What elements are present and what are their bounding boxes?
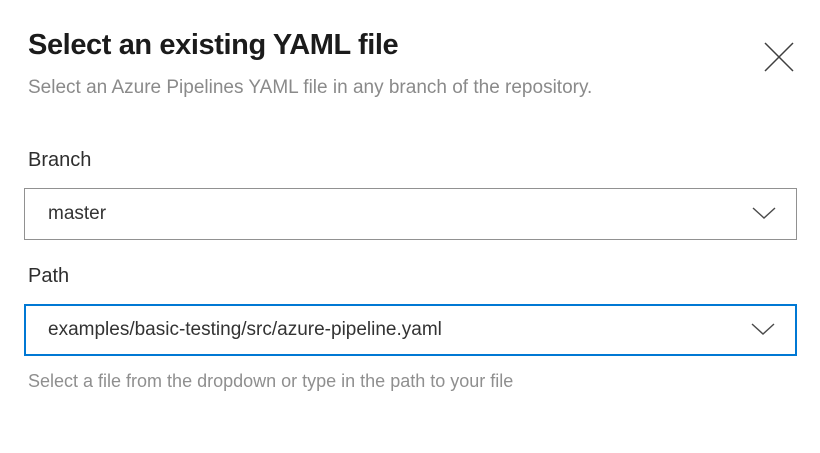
close-button[interactable] — [762, 40, 796, 74]
path-helper-text: Select a file from the dropdown or type … — [28, 370, 514, 391]
path-combobox[interactable] — [24, 303, 797, 356]
path-label: Path — [28, 264, 70, 287]
branch-label: Branch — [28, 148, 92, 171]
close-icon — [764, 42, 794, 72]
chevron-down-icon — [752, 207, 776, 220]
path-input[interactable] — [26, 305, 751, 354]
chevron-down-icon[interactable] — [751, 323, 775, 336]
dialog-subtitle: Select an Azure Pipelines YAML file in a… — [28, 76, 593, 98]
branch-dropdown[interactable]: master — [24, 187, 797, 240]
dialog-title: Select an existing YAML file — [28, 29, 399, 61]
branch-field: Branch master — [24, 147, 797, 240]
branch-selected-value: master — [48, 202, 107, 224]
path-field: Path Select a file from the dropdown or … — [24, 263, 797, 393]
